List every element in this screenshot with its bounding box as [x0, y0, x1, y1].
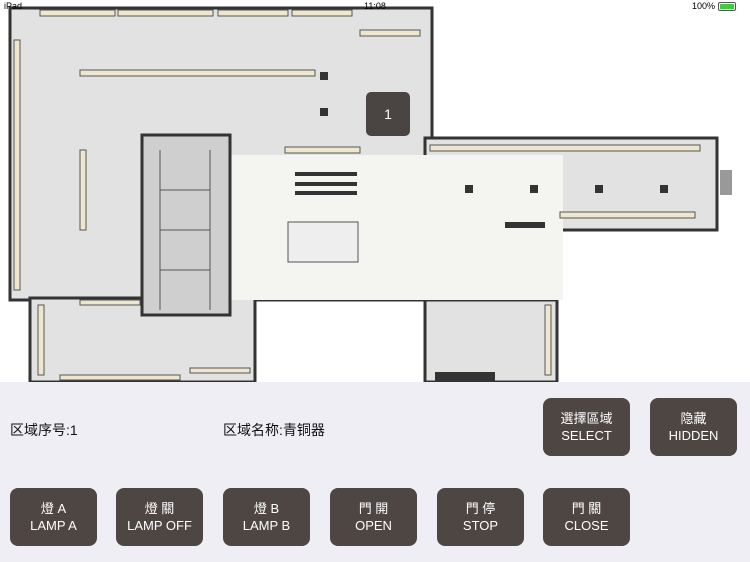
region-name: 区域名称:青铜器	[223, 422, 325, 438]
status-time: 11:08	[364, 1, 386, 11]
battery-percent: 100%	[692, 1, 716, 11]
label-cn: 選擇區域	[560, 411, 613, 426]
label-en: HIDDEN	[668, 428, 719, 443]
region-index: 区域序号:1	[10, 422, 78, 438]
label-cn: 燈 A	[40, 501, 67, 516]
label-cn: 門 停	[465, 501, 496, 516]
door-close-button[interactable]: 門 關 CLOSE	[543, 488, 630, 546]
floor-plan-map[interactable]	[0, 0, 750, 382]
label-en: STOP	[462, 518, 499, 533]
label-cn: 隐藏	[680, 411, 707, 426]
control-panel: 区域序号:1 区域名称:青铜器 選擇區域 SELECT 隐藏 HIDDEN 燈 A L…	[0, 382, 750, 562]
label-cn: 燈 B	[253, 501, 280, 516]
lamp-b-button[interactable]: 燈 B LAMP B	[223, 488, 310, 546]
label-cn: 門 關	[571, 501, 602, 516]
region-badge[interactable]: 1	[366, 92, 410, 136]
label-cn: 門 開	[358, 501, 389, 516]
lamp-a-button[interactable]: 燈 A LAMP A	[10, 488, 97, 546]
select-region-button[interactable]: 選擇區域 SELECT	[543, 398, 630, 456]
door-open-button[interactable]: 門 開 OPEN	[330, 488, 417, 546]
battery-icon	[717, 2, 736, 12]
battery-indicator: 100%	[692, 1, 736, 12]
label-en: LAMP B	[242, 518, 291, 533]
label-en: SELECT	[561, 428, 612, 443]
hidden-button[interactable]: 隐藏 HIDDEN	[650, 398, 737, 456]
device-name: iPad	[4, 1, 23, 11]
door-stop-button[interactable]: 門 停 STOP	[437, 488, 524, 546]
label-en: LAMP OFF	[127, 518, 192, 533]
label-en: CLOSE	[564, 518, 609, 533]
label-cn: 燈 關	[144, 501, 175, 516]
label-en: OPEN	[355, 518, 392, 533]
label-en: LAMP A	[30, 518, 77, 533]
lamp-off-button[interactable]: 燈 關 LAMP OFF	[116, 488, 203, 546]
